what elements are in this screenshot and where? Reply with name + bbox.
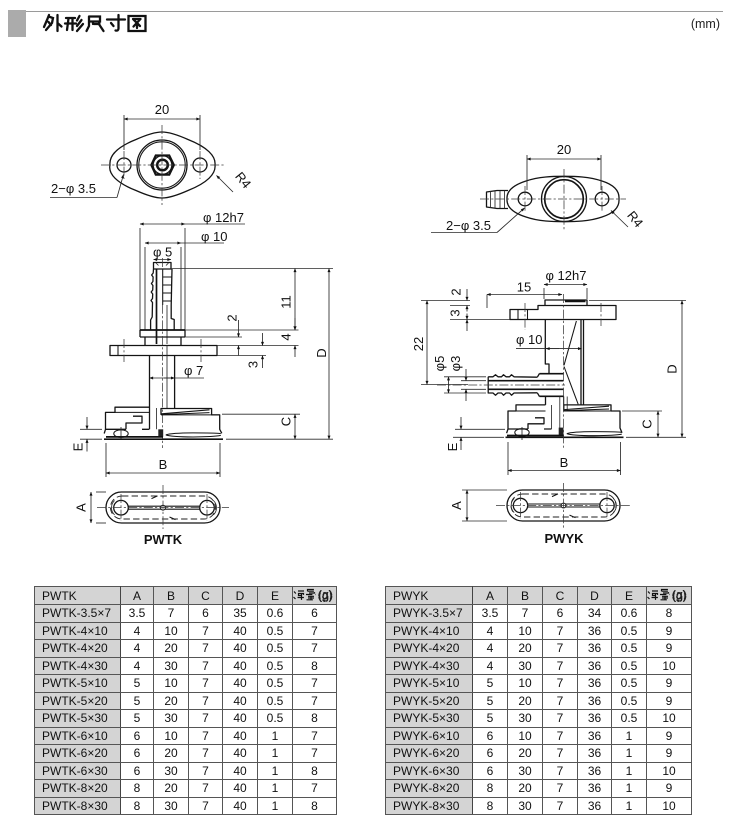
svg-text:C: C <box>279 417 294 426</box>
svg-text:R4: R4 <box>232 169 254 191</box>
svg-text:A: A <box>74 503 89 512</box>
svg-text:φ 10: φ 10 <box>201 229 228 244</box>
svg-text:φ 7: φ 7 <box>184 363 203 378</box>
svg-text:E: E <box>445 442 460 451</box>
svg-text:PWYK: PWYK <box>545 531 585 546</box>
svg-text:2: 2 <box>225 314 240 321</box>
svg-text:22: 22 <box>411 337 426 351</box>
svg-text:15: 15 <box>517 280 531 295</box>
svg-text:2−φ 3.5: 2−φ 3.5 <box>51 181 96 196</box>
svg-text:φ5: φ5 <box>432 356 447 372</box>
svg-text:C: C <box>640 419 655 428</box>
svg-text:4: 4 <box>279 333 294 340</box>
svg-text:2: 2 <box>449 288 464 295</box>
svg-text:D: D <box>314 348 329 357</box>
svg-text:2−φ 3.5: 2−φ 3.5 <box>446 218 491 233</box>
svg-text:3: 3 <box>448 309 463 316</box>
svg-text:3: 3 <box>246 361 261 368</box>
svg-text:PWTK: PWTK <box>144 532 183 547</box>
svg-text:φ3: φ3 <box>448 356 463 372</box>
svg-text:A: A <box>449 501 464 510</box>
svg-text:φ 12h7: φ 12h7 <box>546 268 587 283</box>
svg-text:(g): (g) <box>318 588 333 602</box>
svg-text:B: B <box>560 455 569 470</box>
svg-text:B: B <box>159 457 168 472</box>
svg-text:D: D <box>665 364 680 373</box>
svg-text:20: 20 <box>557 142 571 157</box>
svg-text:11: 11 <box>279 295 294 309</box>
svg-text:E: E <box>71 442 86 451</box>
svg-text:φ 12h7: φ 12h7 <box>203 210 244 225</box>
svg-text:20: 20 <box>155 102 169 117</box>
svg-text:(g): (g) <box>672 588 687 602</box>
svg-text:φ 5: φ 5 <box>153 245 172 260</box>
svg-text:φ 10: φ 10 <box>516 332 543 347</box>
